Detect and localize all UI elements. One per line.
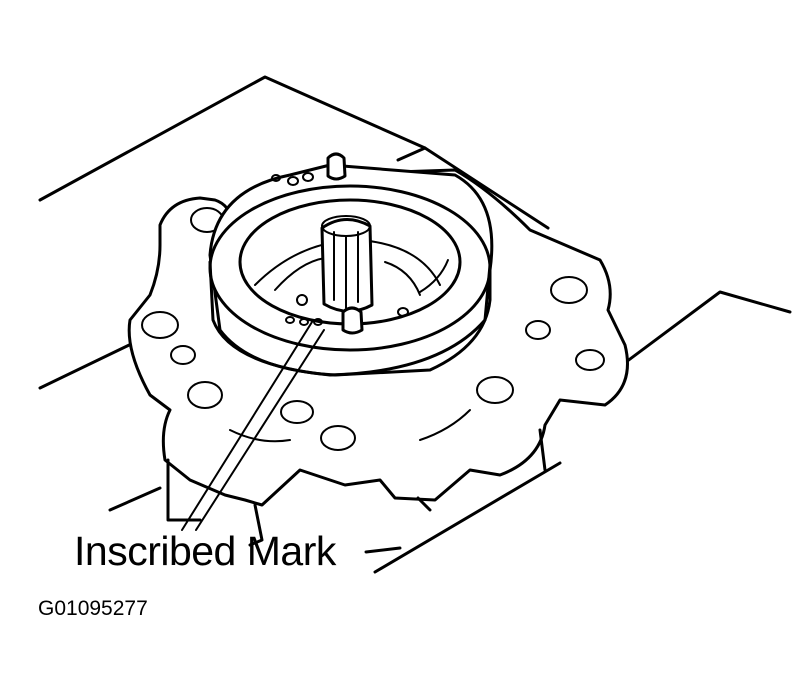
inscribed-mark-label: Inscribed Mark [74, 528, 336, 574]
pump-cover-ring [208, 152, 494, 377]
figure-id: G01095277 [38, 597, 148, 620]
callout-leader [181, 321, 402, 554]
